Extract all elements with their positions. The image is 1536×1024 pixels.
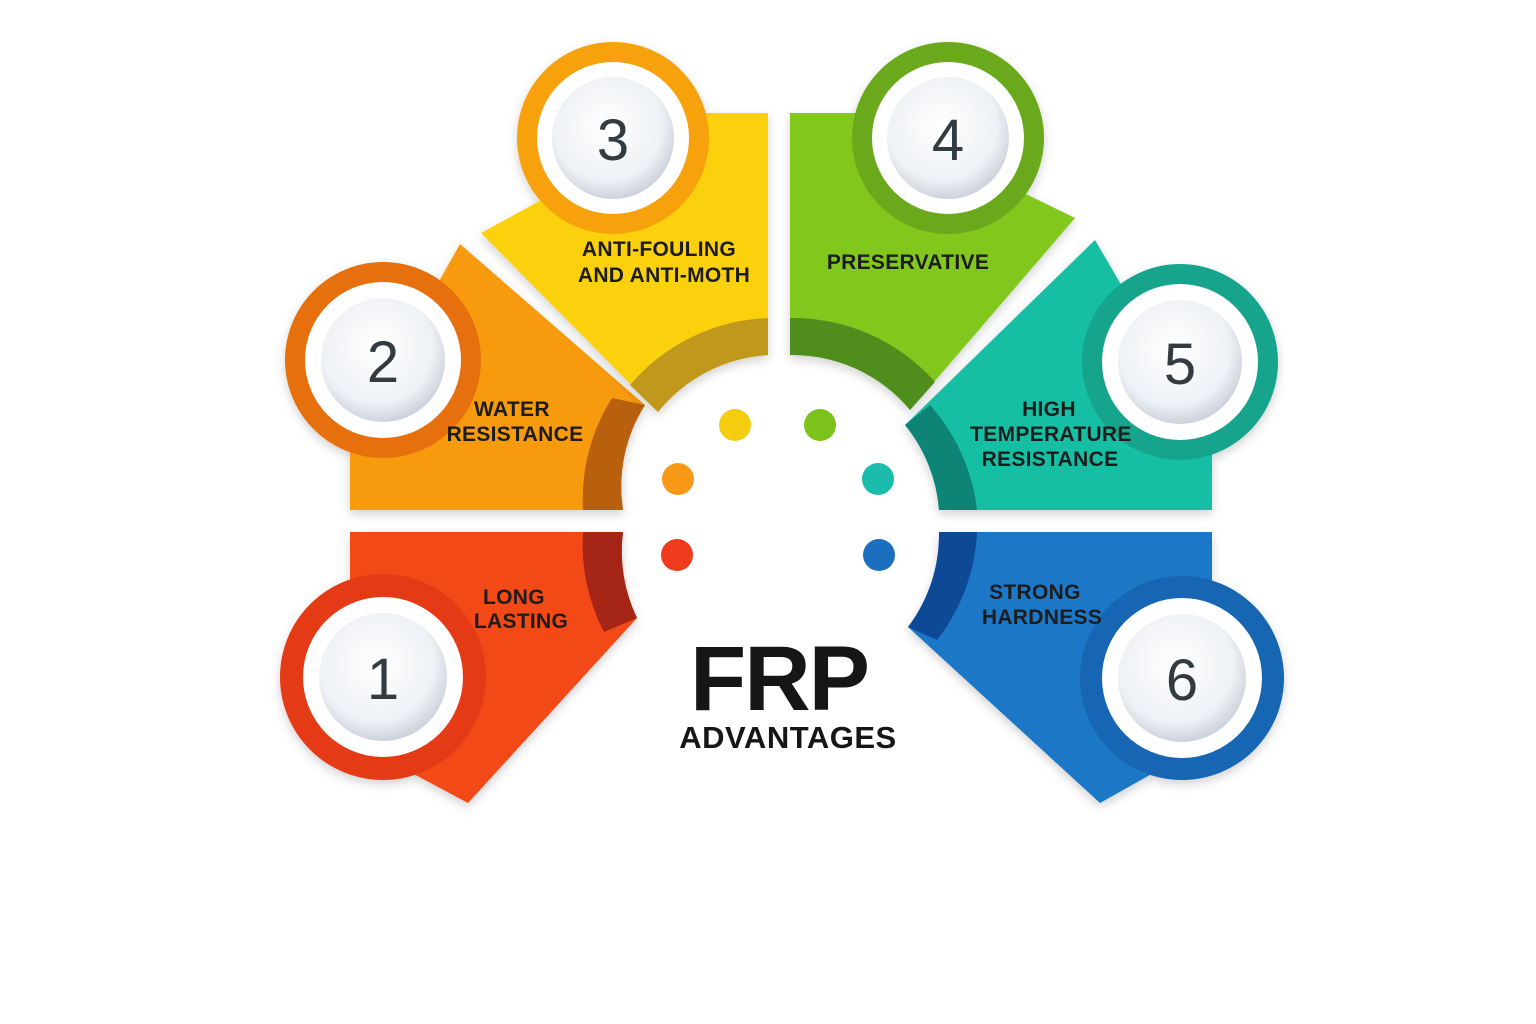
segment-2-badge-inner <box>321 298 445 422</box>
segment-6-badge-inner <box>1118 614 1246 742</box>
segment-4-preservative: 4 PRESERVATIVE <box>790 42 1075 410</box>
center-dot-5 <box>862 463 894 495</box>
segment-6-strong-hardness: 6 STRONG HARDNESS <box>908 532 1284 803</box>
segment-3-badge-inner <box>552 77 674 199</box>
segment-5-high-temperature: 5 HIGH TEMPERATURE RESISTANCE <box>905 240 1278 510</box>
segment-6-label: STRONG HARDNESS <box>982 581 1102 629</box>
segment-2-inner-band <box>582 398 645 510</box>
segment-1-badge-inner <box>319 613 447 741</box>
center-dot-3 <box>719 409 751 441</box>
segment-1-inner-band <box>582 532 637 632</box>
segment-2-water-resistance: 2 WATER RESISTANCE <box>285 244 645 510</box>
center-dots <box>661 409 895 571</box>
center-dot-6 <box>863 539 895 571</box>
segment-6-number: 6 <box>1166 648 1198 713</box>
segment-1-long-lasting: 1 LONG LASTING <box>280 532 637 803</box>
segment-1-label: LONG LASTING <box>474 586 568 633</box>
center-dot-1 <box>661 539 693 571</box>
segment-4-inner-band <box>790 317 935 410</box>
segment-3-number: 3 <box>597 108 629 173</box>
segment-6-inner-band <box>908 532 977 640</box>
title-sub: ADVANTAGES <box>679 720 896 755</box>
segment-4-badge-inner <box>887 77 1009 199</box>
segment-5-label: HIGH TEMPERATURE RESISTANCE <box>970 398 1138 471</box>
segment-2-label: WATER RESISTANCE <box>447 398 584 446</box>
segment-1-number: 1 <box>367 647 399 712</box>
segment-5-inner-band <box>905 405 977 510</box>
segment-5-number: 5 <box>1164 332 1196 397</box>
segment-3-label: ANTI-FOULING AND ANTI-MOTH <box>578 238 750 287</box>
segment-3-anti-fouling: 3 ANTI-FOULING AND ANTI-MOTH <box>481 42 768 412</box>
segment-4-number: 4 <box>932 108 964 173</box>
center-dot-4 <box>804 409 836 441</box>
segment-5-badge-inner <box>1118 300 1242 424</box>
title-main: FRP <box>690 628 868 730</box>
segment-2-number: 2 <box>367 330 399 395</box>
segment-3-inner-band <box>630 318 768 412</box>
segment-4-label: PRESERVATIVE <box>827 251 989 274</box>
center-dot-2 <box>662 463 694 495</box>
